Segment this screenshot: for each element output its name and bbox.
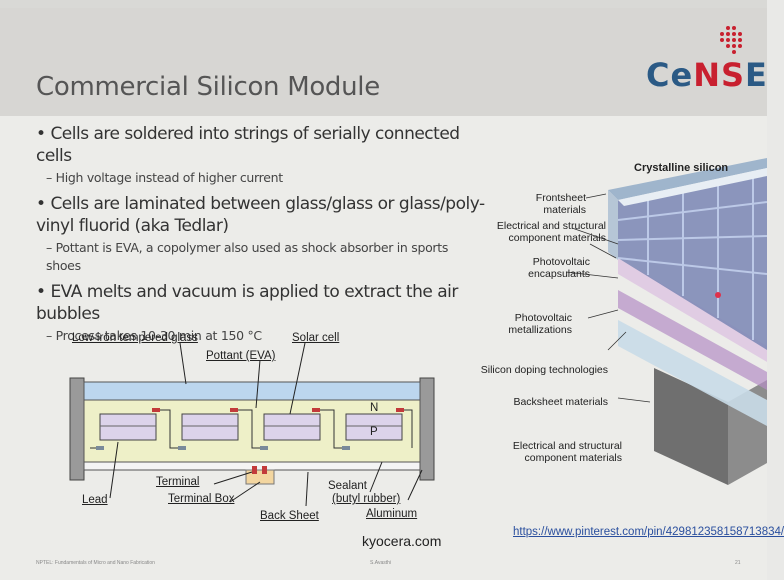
bullet-list: Cells are soldered into strings of seria… — [36, 123, 486, 351]
slide-header: Commercial Silicon Module — [0, 8, 767, 116]
module-label-backsheet: Backsheet materials — [513, 396, 608, 408]
sub-bullet-2: Pottant is EVA, a copolymer also used as… — [46, 239, 486, 275]
label-butyl-rubber: (butyl rubber) — [332, 493, 401, 505]
logo-dots-icon — [720, 26, 742, 54]
module-label-frontsheet: Frontsheet materials — [535, 192, 586, 216]
label-aluminum: Aluminum — [366, 508, 418, 520]
sub-bullet-3: Process takes 10-30 min at 150 °C — [46, 327, 486, 345]
sub-bullet-1: High voltage instead of higher current — [46, 169, 486, 187]
cross-section-drawing — [69, 342, 435, 507]
footer-author: S.Avasthi — [370, 560, 392, 566]
label-p: P — [370, 426, 378, 438]
label-terminal-box: Terminal Box — [168, 493, 235, 505]
pinterest-link[interactable]: https://www.pinterest.com/pin/4298123581… — [513, 526, 784, 538]
module-title: Crystalline silicon — [634, 162, 729, 174]
label-solar-cell: Solar cell — [292, 332, 340, 344]
module-cross-section-diagram: Low-iron tempered glass Pottant (EVA) So… — [60, 330, 480, 550]
cense-logo: CeNSE — [646, 24, 767, 104]
slide-title: Commercial Silicon Module — [36, 72, 380, 102]
footer-page-number: 21 — [735, 560, 741, 566]
module-label-doping: Silicon doping technologies — [480, 364, 608, 376]
label-lead: Lead — [82, 494, 108, 506]
module-label-encapsulants: Photovoltaic encapsulants — [528, 256, 590, 280]
label-terminal: Terminal — [156, 476, 200, 488]
label-back-sheet: Back Sheet — [260, 510, 319, 522]
bullet-1: Cells are soldered into strings of seria… — [36, 123, 486, 167]
top-band — [0, 0, 767, 8]
label-sealant: Sealant — [328, 480, 368, 492]
bullet-3: EVA melts and vacuum is applied to extra… — [36, 281, 486, 325]
module-layers-drawing — [565, 158, 768, 485]
label-pottant: Pottant (EVA) — [206, 350, 276, 362]
bullet-2: Cells are laminated between glass/glass … — [36, 193, 486, 237]
logo-wordmark: CeNSE — [646, 56, 768, 94]
label-n: N — [370, 402, 379, 414]
footer-course: NPTEL: Fundamentals of Micro and Nano Fa… — [36, 560, 155, 566]
module-label-electrical-1: Electrical and structural component mate… — [496, 220, 606, 244]
label-glass: Low-iron tempered glass — [72, 332, 198, 344]
diagram-credit: kyocera.com — [362, 533, 442, 549]
module-label-metallizations: Photovoltaic metallizations — [508, 312, 572, 336]
module-illustration: Crystalline silicon Frontsheet materials… — [478, 140, 768, 540]
module-label-electrical-2: Electrical and structural component mate… — [512, 440, 622, 464]
slide: Commercial Silicon Module CeNSE Cells ar… — [0, 0, 767, 580]
